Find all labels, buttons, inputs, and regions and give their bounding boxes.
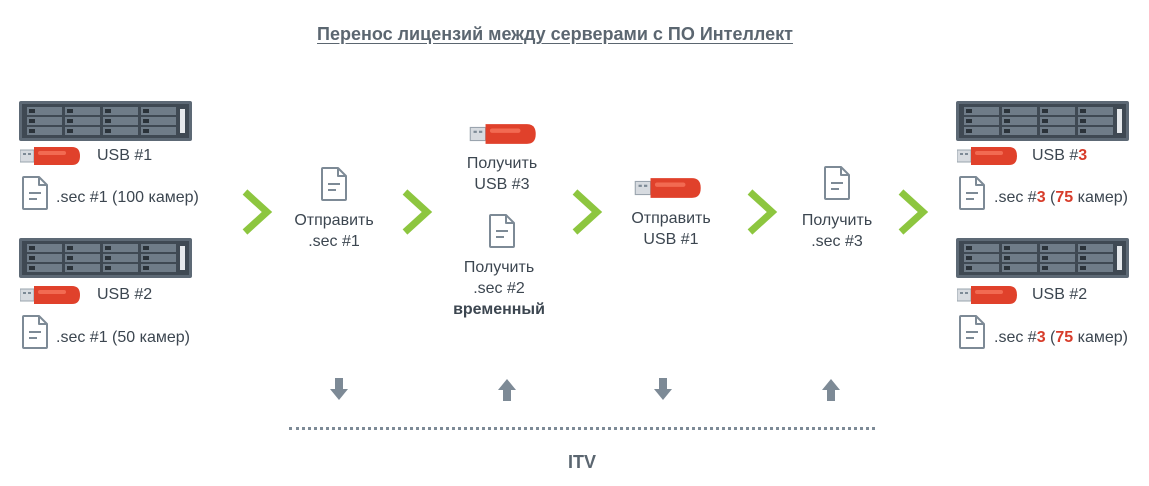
step-line: Отправить	[631, 210, 711, 227]
left-server1-usb-label: USB #1	[97, 147, 153, 164]
step-get-sec2: Получить .sec #2 временный	[424, 257, 574, 320]
highlight-number: 3	[1036, 189, 1046, 206]
itv-label: ITV	[567, 452, 596, 472]
step-line: Получить	[463, 259, 535, 276]
highlight-number: 75	[1055, 329, 1074, 346]
usb-key-icon	[957, 145, 1017, 167]
document-icon	[959, 315, 985, 349]
step-get-usb3: Получить USB #3	[427, 153, 577, 195]
itv-divider	[289, 427, 875, 430]
label-part: камер)	[1073, 189, 1128, 206]
step-get-sec3: Получить .sec #3	[762, 210, 912, 252]
server-icon	[19, 238, 192, 278]
step-line: USB #1	[643, 231, 699, 248]
step-line: .sec #3	[811, 233, 863, 250]
right-server2-sec-label: .sec #3 (75 камер)	[994, 329, 1128, 347]
step-line: Получить	[466, 155, 538, 172]
usb-key-icon	[957, 284, 1017, 306]
step-line: Отправить	[294, 212, 374, 229]
left-server2-usb-label: USB #2	[97, 286, 153, 303]
usb-key-icon	[20, 145, 80, 167]
arrow-up-icon	[822, 378, 840, 402]
label-part: камер)	[1073, 329, 1128, 346]
server-icon	[19, 101, 192, 141]
usb-key-icon	[632, 176, 704, 200]
document-icon	[321, 167, 347, 201]
arrow-down-icon	[654, 378, 672, 402]
right-server2-usb-label: USB #2	[1032, 286, 1088, 303]
step-line: .sec #1	[308, 233, 360, 250]
document-icon	[22, 315, 48, 349]
label-part: USB #	[1032, 147, 1079, 164]
right-server1-usb-label: USB #3	[1032, 147, 1087, 165]
left-server1-sec-label: .sec #1 (100 камер)	[56, 189, 199, 206]
step-line-bold: временный	[453, 301, 545, 318]
highlight-number: 75	[1055, 189, 1074, 206]
label-part: (	[1045, 329, 1056, 346]
usb-key-icon	[20, 284, 80, 306]
highlight-number: 3	[1036, 329, 1046, 346]
document-icon	[489, 214, 515, 248]
arrow-up-icon	[498, 378, 516, 402]
label-part: .sec #	[994, 189, 1037, 206]
highlight-number: 3	[1078, 147, 1088, 164]
server-icon	[956, 101, 1129, 141]
document-icon	[22, 176, 48, 210]
diagram-title: Перенос лицензий между серверами с ПО Ин…	[317, 24, 793, 44]
step-send-usb1: Отправить USB #1	[596, 208, 746, 250]
step-line: Получить	[801, 212, 873, 229]
step-line: USB #3	[474, 176, 530, 193]
right-server1-sec-label: .sec #3 (75 камер)	[994, 189, 1128, 207]
server-icon	[956, 238, 1129, 278]
left-server2-sec-label: .sec #1 (50 камер)	[56, 329, 190, 346]
usb-key-icon	[467, 122, 539, 146]
label-part: (	[1045, 189, 1056, 206]
step-line: .sec #2	[473, 280, 525, 297]
label-part: .sec #	[994, 329, 1037, 346]
document-icon	[959, 176, 985, 210]
document-icon	[824, 166, 850, 200]
step-send-sec1: Отправить .sec #1	[259, 210, 409, 252]
arrow-down-icon	[330, 378, 348, 402]
